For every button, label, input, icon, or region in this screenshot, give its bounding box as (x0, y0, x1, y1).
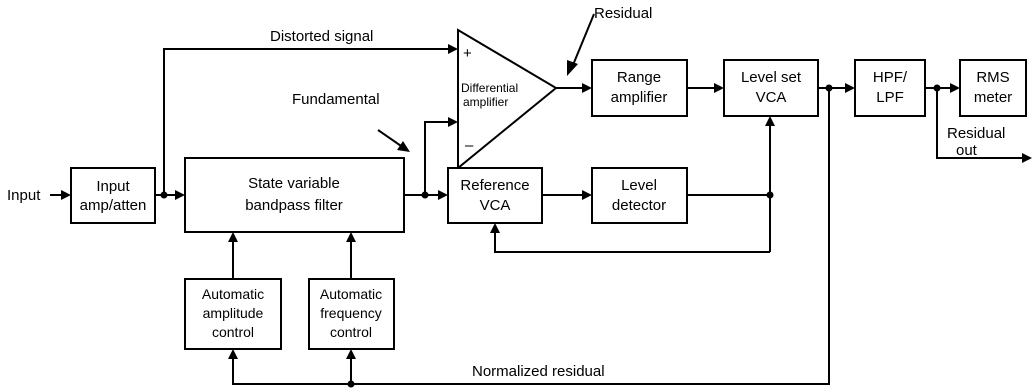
residual-pointer-line (572, 13, 595, 66)
arrow-into-levelset-control (765, 116, 775, 126)
arrow-into-hpf (845, 83, 855, 93)
level-set-label-line2: VCA (756, 89, 787, 106)
state-variable-filter-block: State variable bandpass filter (184, 157, 405, 233)
input-label: Input (7, 187, 41, 204)
fundamental-pointer-line (377, 129, 405, 149)
residual-out-label-line1: Residual (947, 125, 1005, 142)
arrow-into-afc (346, 349, 356, 359)
junction-normalized (825, 84, 833, 92)
minus-input-sign: – (465, 137, 474, 154)
rms-meter-block: RMS meter (959, 59, 1027, 117)
rms-meter-label-line1: RMS (976, 69, 1009, 86)
wire-to-refvca-control (494, 230, 770, 253)
wire-distorted-signal (163, 48, 451, 195)
hpf-lpf-block: HPF/ LPF (854, 59, 926, 117)
wire-normalized-residual (232, 88, 830, 385)
hpf-lpf-label-line2: LPF (876, 89, 904, 106)
level-detector-label-line1: Level (621, 177, 657, 194)
residual-pointer-head (567, 60, 578, 76)
junction-detector (766, 191, 774, 199)
plus-input-sign: + (463, 45, 472, 62)
junction-dots (160, 84, 941, 388)
filter-label-line1: State variable (248, 175, 340, 192)
arrow-into-range-amp (582, 83, 592, 93)
automatic-frequency-control-block: Automatic frequency control (308, 278, 395, 350)
arrow-into-diff-minus (448, 117, 458, 127)
junction-control (347, 380, 355, 388)
aac-label-line2: amplitude (203, 305, 264, 321)
signal-wires (50, 13, 1022, 385)
diff-amp-label-line1: Differential (461, 81, 518, 95)
afc-label-line2: frequency (320, 305, 381, 321)
junction-distorted (160, 191, 168, 199)
junction-residual-out (933, 84, 941, 92)
reference-vca-label-line2: VCA (480, 197, 511, 214)
wire-fundamental (424, 121, 451, 195)
distorted-signal-label: Distorted signal (270, 28, 373, 45)
input-amp-label-line2: amp/atten (80, 197, 147, 214)
arrowheads (61, 44, 1032, 359)
aac-label-line1: Automatic (202, 286, 264, 302)
fundamental-label: Fundamental (292, 91, 380, 108)
filter-label-line2: bandpass filter (245, 197, 343, 214)
arrow-into-diff-plus (448, 44, 458, 54)
arrow-afc-to-filter (346, 232, 356, 242)
arrow-into-level-detector (582, 190, 592, 200)
hpf-lpf-label-line1: HPF/ (873, 69, 908, 86)
junction-fundamental (421, 191, 429, 199)
automatic-amplitude-control-block: Automatic amplitude control (184, 278, 282, 350)
fundamental-pointer-head (397, 141, 410, 152)
arrow-into-refvca-control (490, 223, 500, 233)
arrow-into-levelset (714, 83, 724, 93)
normalized-residual-label: Normalized residual (472, 363, 605, 380)
arrow-aac-to-filter (228, 232, 238, 242)
afc-label-line3: control (330, 324, 372, 340)
wire-residual-out (936, 88, 1022, 159)
input-amp-block: Input amp/atten (70, 167, 156, 224)
diff-amp-label-line2: amplifier (463, 95, 508, 109)
aac-label-line3: control (212, 324, 254, 340)
reference-vca-block: Reference VCA (447, 167, 543, 224)
afc-label-line1: Automatic (320, 286, 382, 302)
input-amp-label-line1: Input (96, 178, 130, 195)
range-amplifier-block: Range amplifier (591, 59, 688, 117)
level-set-vca-block: Level set VCA (723, 59, 819, 117)
residual-label: Residual (594, 5, 652, 22)
arrow-into-rms (950, 83, 960, 93)
arrow-into-input-amp (61, 190, 71, 200)
signal-labels: Input Distorted signal Fundamental Resid… (7, 5, 1005, 380)
level-detector-block: Level detector (591, 167, 688, 224)
arrow-into-aac (228, 349, 238, 359)
level-set-label-line1: Level set (741, 69, 802, 86)
range-amp-label-line1: Range (617, 69, 661, 86)
reference-vca-label-line1: Reference (460, 177, 529, 194)
arrow-into-filter (175, 190, 185, 200)
residual-out-label-line2: out (956, 142, 978, 159)
arrow-into-refvca (438, 190, 448, 200)
differential-amplifier-block: + – Differential amplifier (457, 28, 558, 171)
range-amp-label-line2: amplifier (611, 89, 668, 106)
level-detector-label-line2: detector (612, 197, 666, 214)
rms-meter-label-line2: meter (974, 89, 1012, 106)
arrow-residual-out (1022, 153, 1032, 163)
